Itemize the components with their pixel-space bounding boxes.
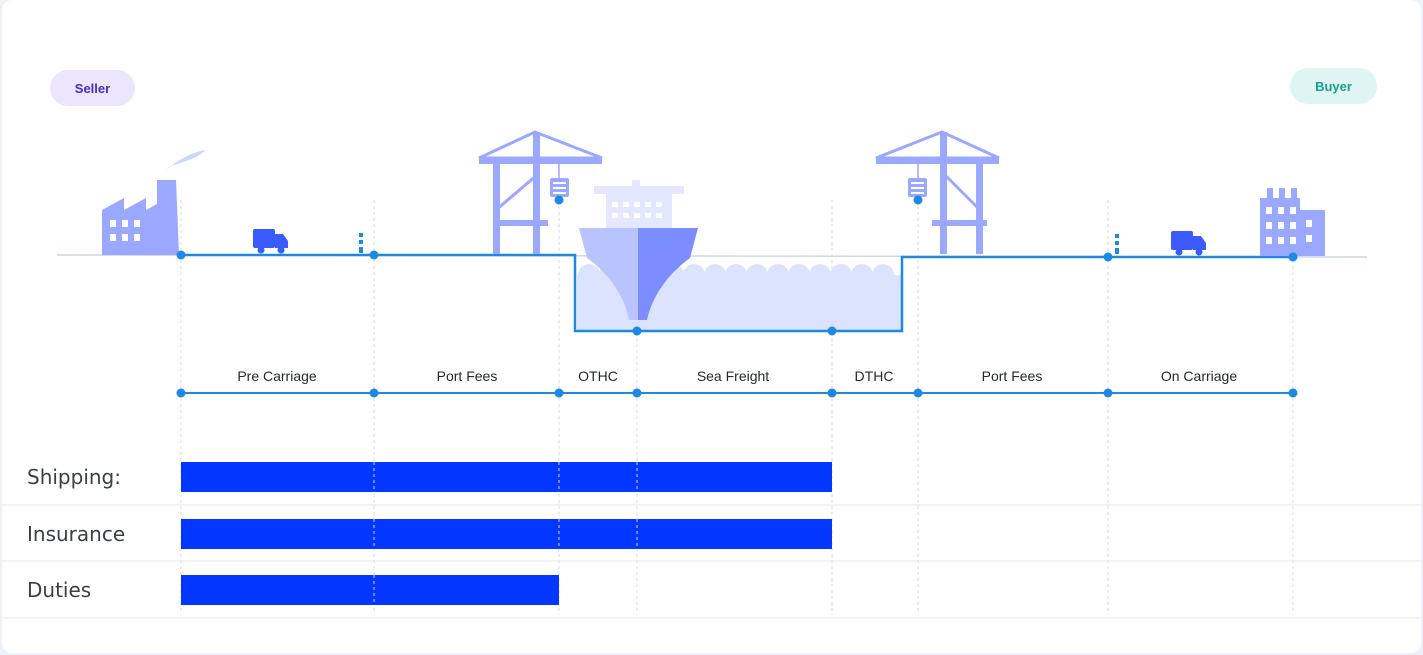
route-dot (369, 250, 379, 260)
warehouse-icon (1260, 188, 1325, 256)
crane-icon (875, 130, 1000, 254)
water-icon (577, 264, 902, 331)
factory-icon (102, 150, 206, 255)
insurance-coverage-bar (181, 519, 832, 549)
segment-label: Port Fees (982, 368, 1043, 384)
segment-dots (176, 388, 1298, 398)
segment-label: Port Fees (437, 368, 498, 384)
route-line (181, 253, 1293, 333)
segment-label: Pre Carriage (237, 368, 317, 384)
route-dot (827, 326, 837, 336)
route-dot (554, 195, 564, 205)
route-dot (1288, 252, 1298, 262)
route-dot (1103, 252, 1113, 262)
segment-labels: Pre Carriage Port Fees OTHC Sea Freight … (237, 368, 1237, 384)
route-dot (632, 326, 642, 336)
segment-label: On Carriage (1161, 368, 1237, 384)
buyer-badge: Buyer (1290, 68, 1377, 104)
row-label-insurance: Insurance (27, 522, 126, 546)
segment-label: DTHC (855, 368, 894, 384)
crane-icon (478, 130, 603, 254)
border-post-icon (1115, 234, 1119, 254)
route-dots (176, 195, 1298, 336)
route-dot (913, 195, 923, 205)
shipping-coverage-bar (181, 462, 832, 492)
row-label-duties: Duties (27, 578, 92, 602)
row-label-shipping: Shipping: (27, 465, 121, 489)
ship-icon (579, 180, 698, 320)
border-post-icon (359, 233, 363, 253)
truck-icon (1171, 231, 1206, 256)
seller-badge: Seller (50, 70, 135, 106)
vertical-guides (180, 200, 1294, 615)
duties-coverage-bar (181, 575, 559, 605)
truck-icon (253, 229, 288, 254)
segment-label: OTHC (578, 368, 618, 384)
row-separators (2, 504, 1421, 619)
route-dot (176, 250, 186, 260)
segment-label: Sea Freight (697, 368, 769, 384)
